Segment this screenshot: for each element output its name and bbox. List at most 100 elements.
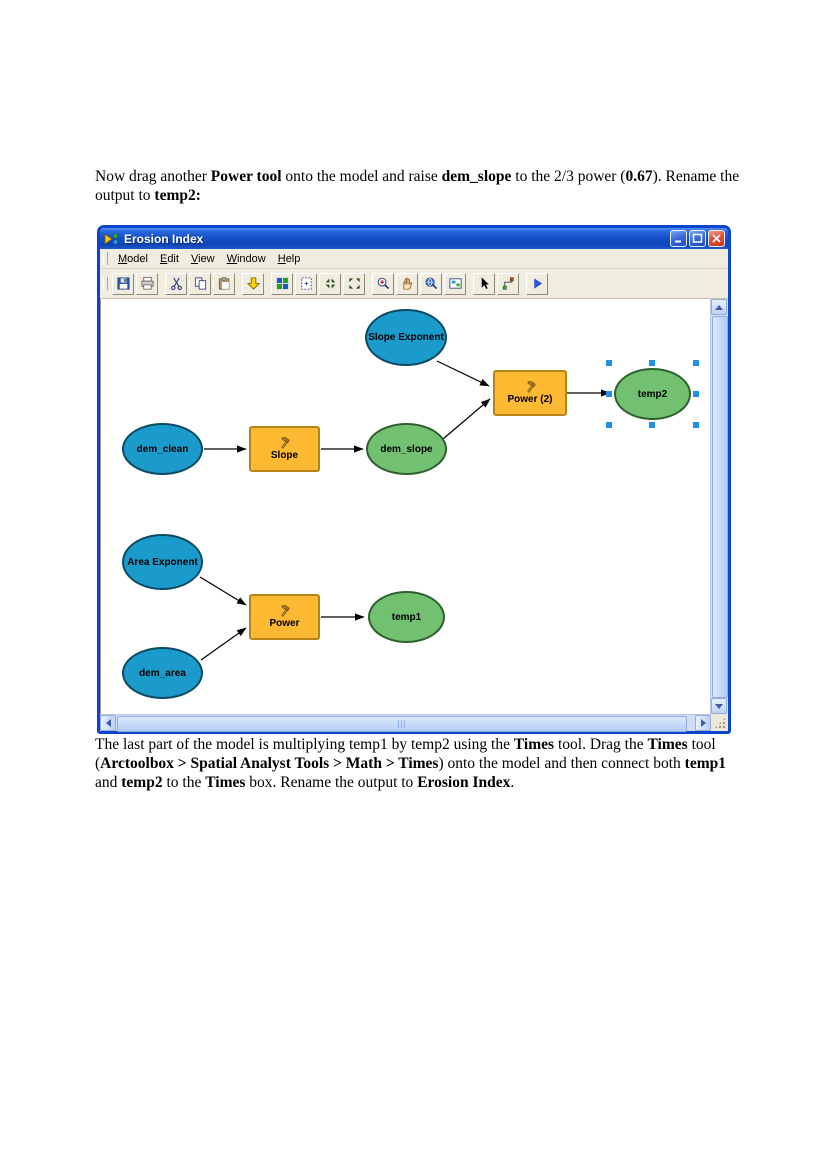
vertical-scrollbar[interactable] xyxy=(710,299,728,714)
selection-handle[interactable] xyxy=(649,360,655,366)
text-segment: tool. Drag the xyxy=(554,736,648,753)
full-extent-icon xyxy=(300,277,312,290)
copy-icon xyxy=(194,277,206,290)
text-segment: onto the model and raise xyxy=(281,168,442,185)
cut-button[interactable] xyxy=(165,272,187,295)
menu-help[interactable]: Help xyxy=(277,252,301,265)
scroll-left-button[interactable] xyxy=(100,715,116,731)
text-segment-bold: Times xyxy=(205,774,246,791)
pan-icon xyxy=(402,277,412,290)
selection-handle[interactable] xyxy=(693,360,699,366)
node-label: temp2 xyxy=(637,388,668,400)
paste-button[interactable] xyxy=(213,272,235,295)
run-button[interactable] xyxy=(526,272,548,295)
selection-handle[interactable] xyxy=(606,360,612,366)
connection-arrow[interactable] xyxy=(436,360,490,387)
maximize-button[interactable] xyxy=(689,230,706,247)
print-button[interactable] xyxy=(136,272,158,295)
zoom-full-button[interactable] xyxy=(420,272,442,295)
print-icon xyxy=(141,277,153,290)
text-segment: ). Rename the output to xyxy=(95,168,740,204)
pan-button[interactable] xyxy=(396,272,418,295)
hammer-icon xyxy=(281,605,290,617)
window-resize-grip[interactable] xyxy=(711,714,728,731)
text-segment: ) onto the model and then connect both xyxy=(438,755,685,772)
left-arrow-icon xyxy=(105,719,111,727)
close-icon xyxy=(712,234,721,243)
save-button[interactable] xyxy=(112,272,134,295)
up-arrow-icon xyxy=(715,304,723,310)
model-node-power[interactable]: Power xyxy=(249,594,320,640)
text-segment: The last part of the model is multiplyin… xyxy=(95,736,514,753)
zoom-in-icon xyxy=(377,277,389,290)
add-connection-button[interactable] xyxy=(497,272,519,295)
menu-view[interactable]: View xyxy=(190,252,215,265)
model-node-dem-slope[interactable]: dem_slope xyxy=(366,423,447,475)
overview-window-button[interactable] xyxy=(444,272,466,295)
model-node-power-2[interactable]: Power (2) xyxy=(493,370,567,416)
selection-handle[interactable] xyxy=(649,422,655,428)
selection-handle[interactable] xyxy=(606,422,612,428)
node-label: temp1 xyxy=(391,611,422,623)
window-controls xyxy=(670,230,725,247)
selection-handle[interactable] xyxy=(693,422,699,428)
horizontal-scrollbar[interactable] xyxy=(100,714,711,732)
text-segment-bold: 0.67 xyxy=(625,168,653,185)
fixed-zoom-out-button[interactable] xyxy=(343,272,365,295)
model-node-temp2[interactable]: temp2 xyxy=(614,368,691,420)
menu-window[interactable]: Window xyxy=(226,252,266,265)
text-segment: . xyxy=(510,774,515,791)
minimize-button[interactable] xyxy=(670,230,687,247)
copy-button[interactable] xyxy=(189,272,211,295)
window-title: Erosion Index xyxy=(124,231,204,246)
add-data-button[interactable] xyxy=(242,272,264,295)
auto-layout-button[interactable] xyxy=(271,272,293,295)
toolbar-group-zoom xyxy=(372,272,466,295)
toolbar xyxy=(100,269,728,299)
model-node-area-exponent[interactable]: Area Exponent xyxy=(122,534,203,590)
menu-edit[interactable]: Edit xyxy=(159,252,179,265)
fixed-zoom-in-button[interactable] xyxy=(319,272,341,295)
toolbar-group-layout xyxy=(271,272,365,295)
model-node-dem-area[interactable]: dem_area xyxy=(122,647,203,699)
fixed-zoom-in-icon xyxy=(325,278,335,289)
model-canvas[interactable]: Slope Exponent Power (2) temp2 xyxy=(101,299,710,714)
title-bar[interactable]: Erosion Index xyxy=(100,228,728,249)
scroll-down-button[interactable] xyxy=(711,698,727,714)
down-arrow-icon xyxy=(715,703,723,709)
text-segment-bold: Power tool xyxy=(210,168,282,185)
full-extent-button[interactable] xyxy=(295,272,317,295)
text-segment: box. Rename the output to xyxy=(245,774,418,791)
select-button[interactable] xyxy=(473,272,495,295)
toolbar-group-file xyxy=(112,272,158,295)
selection-handle[interactable] xyxy=(606,391,612,397)
connection-arrow[interactable] xyxy=(200,627,247,661)
right-arrow-icon xyxy=(700,719,706,727)
vertical-scroll-thumb[interactable] xyxy=(712,316,728,698)
select-icon xyxy=(481,277,489,289)
zoom-in-button[interactable] xyxy=(372,272,394,295)
intro-paragraph: Now drag another Power tool onto the mod… xyxy=(95,167,743,205)
model-node-slope[interactable]: Slope xyxy=(249,426,320,472)
connection-arrow[interactable] xyxy=(442,398,491,440)
node-label: dem_clean xyxy=(136,443,189,455)
minimize-icon xyxy=(675,240,681,243)
close-button[interactable] xyxy=(708,230,725,247)
model-node-temp1[interactable]: temp1 xyxy=(368,591,445,643)
model-node-slope-exponent[interactable]: Slope Exponent xyxy=(365,309,447,366)
menu-model[interactable]: Model xyxy=(118,252,148,265)
horizontal-scroll-thumb[interactable] xyxy=(117,716,687,732)
overview-window-icon xyxy=(448,278,462,289)
node-label: dem_slope xyxy=(380,443,433,455)
modelbuilder-icon xyxy=(104,232,119,245)
scroll-up-button[interactable] xyxy=(711,299,727,315)
paste-icon xyxy=(218,277,230,290)
node-label: Area Exponent xyxy=(127,556,198,568)
text-segment: Now drag another xyxy=(95,168,211,185)
scroll-right-button[interactable] xyxy=(695,715,711,731)
model-node-dem-clean[interactable]: dem_clean xyxy=(122,423,203,475)
menu-gripper xyxy=(103,252,108,265)
selection-handle[interactable] xyxy=(693,391,699,397)
connection-arrow[interactable] xyxy=(199,576,247,606)
